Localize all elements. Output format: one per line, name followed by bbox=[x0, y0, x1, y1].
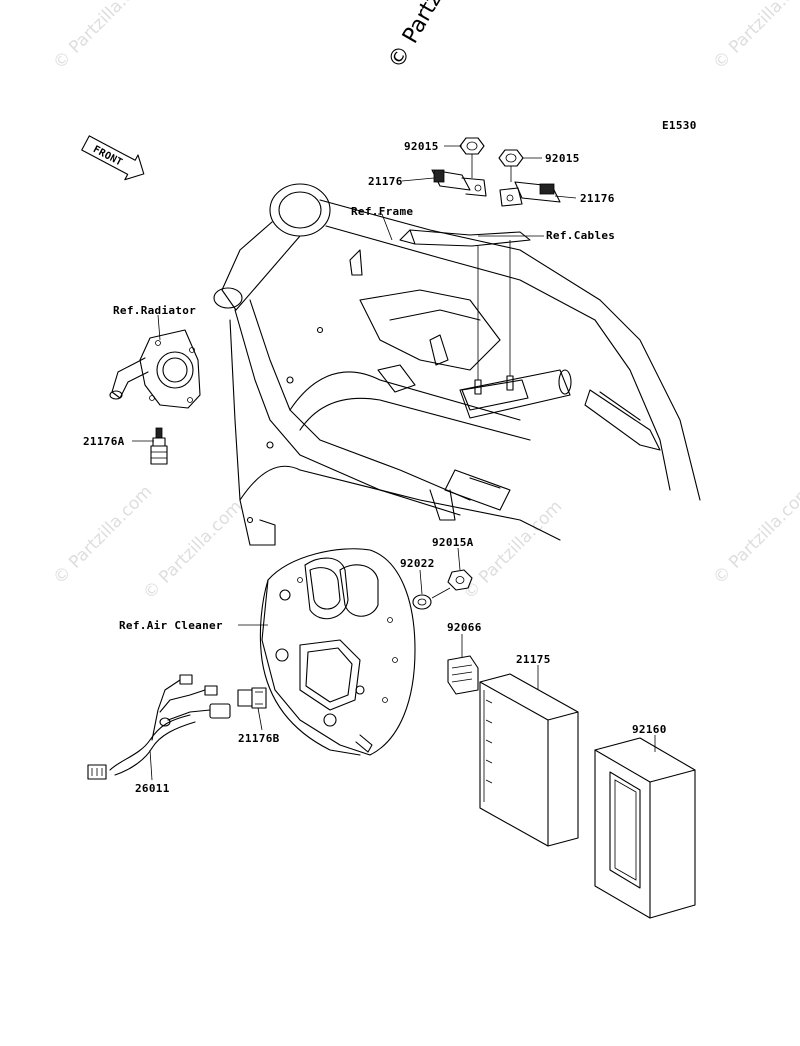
watermark: © Partzilla.com bbox=[709, 0, 800, 74]
sensor-21176A bbox=[150, 427, 168, 465]
ref-frame-label: Ref.Frame bbox=[351, 205, 413, 218]
nut-92015-left bbox=[459, 137, 485, 178]
watermark: © Partzilla.com bbox=[49, 0, 156, 74]
nut-92015A bbox=[447, 569, 473, 591]
ref-air-cleaner-label: Ref.Air Cleaner bbox=[119, 619, 223, 632]
wire-harness-26011 bbox=[87, 674, 231, 780]
cover-92160 bbox=[594, 737, 696, 919]
part-labels: 92015 92015 21176 21176 Ref.Frame Ref.Ca… bbox=[83, 140, 667, 795]
label-21176B: 21176B bbox=[238, 732, 280, 745]
label-92160: 92160 bbox=[632, 723, 667, 736]
sensor-21176B bbox=[237, 687, 267, 709]
label-26011: 26011 bbox=[135, 782, 170, 795]
connector-92066 bbox=[447, 655, 479, 695]
nut-92015-right bbox=[498, 149, 524, 182]
label-21175: 21175 bbox=[516, 653, 551, 666]
watermark: © Partzilla.com bbox=[139, 497, 246, 604]
frame-illustration bbox=[213, 183, 701, 546]
radiator-housing bbox=[109, 329, 201, 409]
label-92015A: 92015A bbox=[432, 536, 474, 549]
ecu-21175 bbox=[479, 673, 579, 847]
label-92015-left: 92015 bbox=[404, 140, 439, 153]
leader-lines bbox=[132, 145, 656, 781]
ref-radiator-label: Ref.Radiator bbox=[113, 304, 196, 317]
label-92022: 92022 bbox=[400, 557, 435, 570]
front-arrow-icon: FRONT bbox=[81, 135, 145, 181]
label-92015-right: 92015 bbox=[545, 152, 580, 165]
label-21176-right: 21176 bbox=[580, 192, 615, 205]
sensor-21176-left bbox=[431, 169, 487, 197]
washer-92022 bbox=[412, 594, 432, 610]
label-21176-left: 21176 bbox=[368, 175, 403, 188]
air-cleaner-housing bbox=[259, 548, 416, 756]
watermark: © Partzilla.com bbox=[709, 482, 800, 589]
watermarks: © Partzilla.com © Partzilla.com © Partzi… bbox=[49, 0, 800, 604]
watermark: © Partzilla.com bbox=[49, 482, 156, 589]
sensor-21176-right bbox=[499, 181, 561, 207]
sensor-bracket bbox=[399, 229, 531, 411]
watermark-top: © Partzilla bbox=[384, 0, 464, 73]
watermark: © Partzilla.com bbox=[459, 497, 566, 604]
label-92066: 92066 bbox=[447, 621, 482, 634]
ref-cables-label: Ref.Cables bbox=[546, 229, 615, 242]
label-21176A: 21176A bbox=[83, 435, 125, 448]
diagram-code: E1530 bbox=[662, 119, 697, 132]
